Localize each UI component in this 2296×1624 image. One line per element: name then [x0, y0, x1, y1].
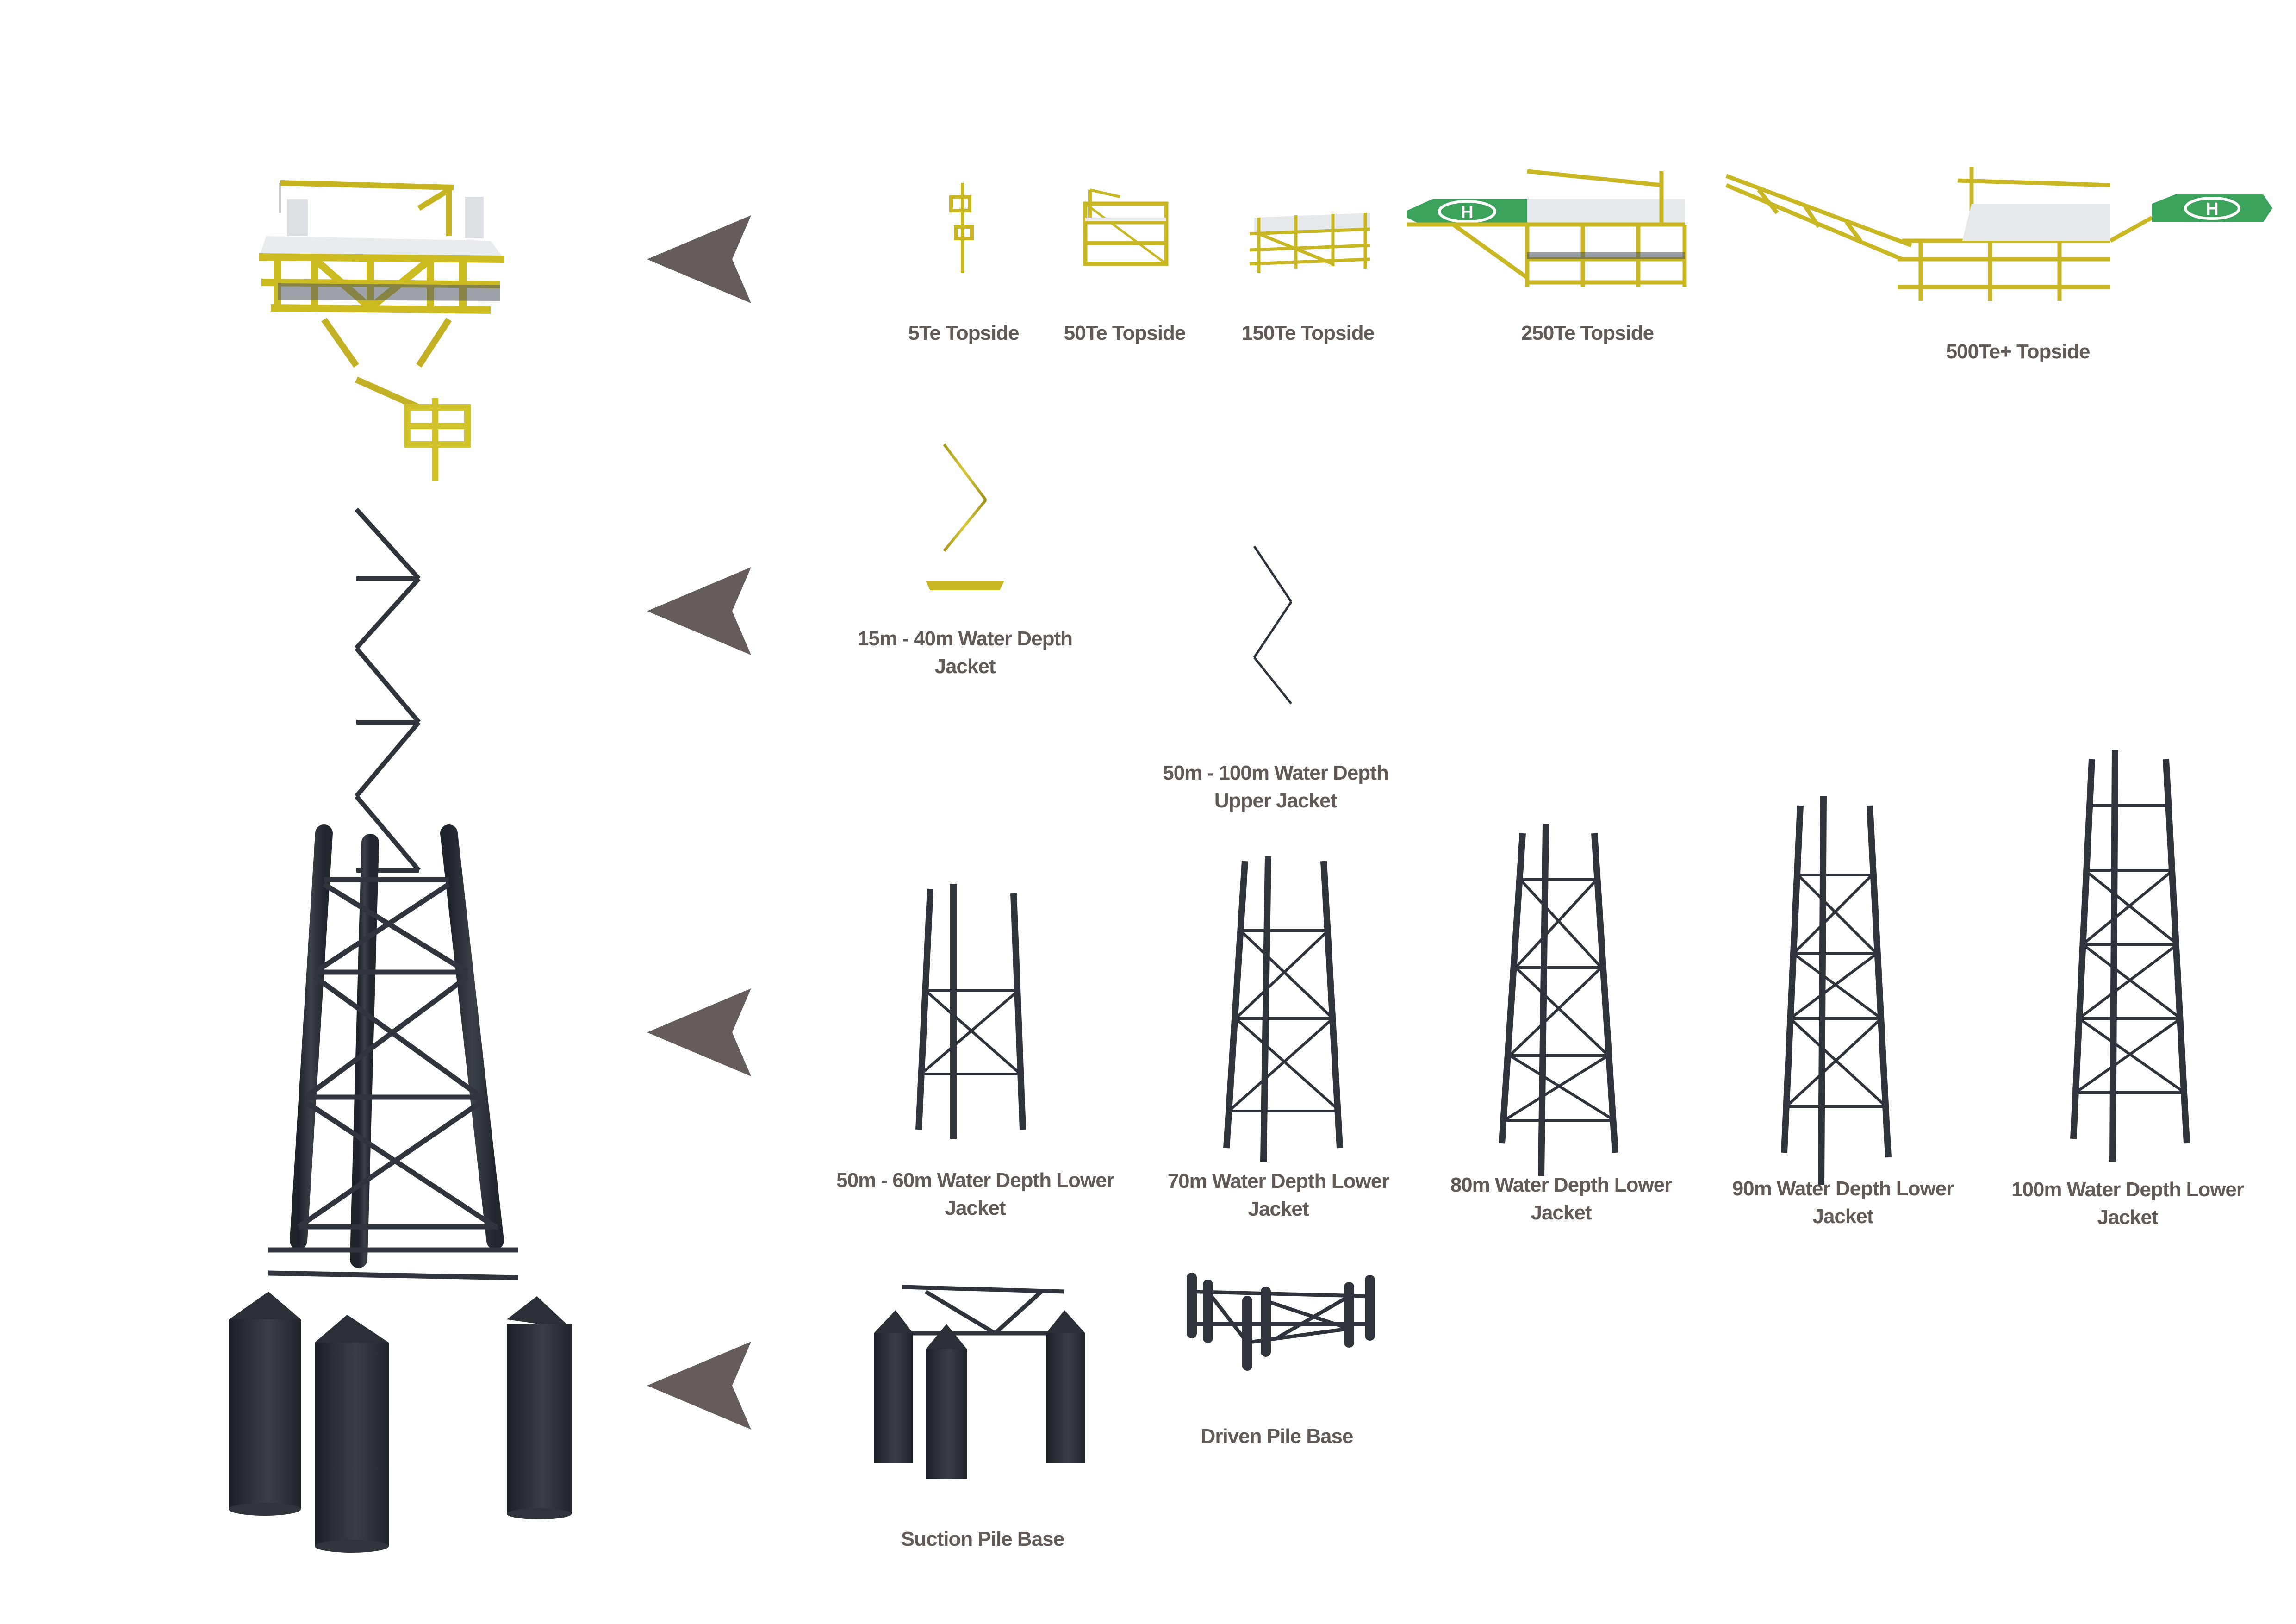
jacket-15-40m-illustration: [926, 412, 1004, 590]
label-line-1: 100m Water Depth Lower: [2011, 1178, 2244, 1201]
topside-250te-illustration: H: [1407, 169, 1687, 287]
lower-jacket-70m-illustration: [1223, 856, 1343, 1162]
lower-jacket-80m-illustration: [1499, 824, 1618, 1176]
arrow-left-icon: [647, 988, 751, 1076]
jacket-50-100m-upper-illustration: [1251, 412, 1294, 738]
topside-500te-plus-illustration: H: [1725, 167, 2272, 301]
arrow-left-icon: [647, 1342, 751, 1430]
topside-500te-plus-label: 500Te+ Topside: [1946, 340, 2091, 363]
lower-jacket-80m-label: 80m Water Depth Lower Jacket: [1450, 1171, 1673, 1227]
arrows: [647, 215, 751, 1430]
suction-pile-base-illustration: [874, 1285, 1085, 1479]
label-line-2: Jacket: [1531, 1201, 1592, 1224]
topside-5te-label: 5Te Topside: [908, 322, 1019, 344]
label-line-1: 50m - 60m Water Depth Lower: [836, 1169, 1114, 1192]
lower-jacket-50-60m-label: 50m - 60m Water Depth Lower Jacket: [836, 1167, 1114, 1222]
lower-jacket-90m-label: 90m Water Depth Lower Jacket: [1732, 1175, 1954, 1230]
main-platform-illustration: [229, 180, 572, 1553]
label-line-2: Upper Jacket: [1214, 789, 1337, 812]
driven-pile-base-illustration: [1187, 1273, 1375, 1371]
upper-jacket-illustrations: [926, 412, 1294, 738]
lower-jacket-70m-label: 70m Water Depth Lower Jacket: [1167, 1168, 1390, 1223]
base-illustrations: [874, 1273, 1375, 1479]
topside-5te-illustration: [949, 183, 974, 273]
helideck-h-icon: H: [1461, 203, 1473, 222]
label-line-1: 50m - 100m Water Depth: [1163, 762, 1388, 784]
helideck-h-icon: H: [2206, 200, 2218, 219]
topside-illustrations: H: [949, 167, 2272, 301]
label-line-2: Jacket: [1812, 1205, 1873, 1228]
label-line-1: 80m Water Depth Lower: [1450, 1174, 1673, 1196]
lower-jacket-100m-label: 100m Water Depth Lower Jacket: [2011, 1176, 2244, 1231]
driven-pile-base-label: Driven Pile Base: [1201, 1425, 1354, 1448]
label-line-2: Jacket: [2097, 1206, 2158, 1229]
lower-jacket-50-60m-illustration: [915, 884, 1026, 1139]
suction-pile-base-label: Suction Pile Base: [901, 1528, 1064, 1550]
label-line-2: Jacket: [1248, 1198, 1309, 1220]
topside-250te-label: 250Te Topside: [1521, 322, 1654, 344]
jacket-50-100m-upper-label: 50m - 100m Water Depth Upper Jacket: [1163, 759, 1388, 815]
label-line-1: 90m Water Depth Lower: [1732, 1177, 1954, 1200]
topside-50te-illustration: [1083, 188, 1169, 266]
lower-jacket-90m-illustration: [1781, 796, 1892, 1186]
topside-50te-label: 50Te Topside: [1064, 322, 1186, 344]
topside-150te-label: 150Te Topside: [1241, 322, 1375, 344]
suction-cans: [229, 1292, 572, 1553]
arrow-left-icon: [647, 215, 751, 303]
jacket-15-40m-label: 15m - 40m Water Depth Jacket: [858, 625, 1073, 681]
label-line-1: 70m Water Depth Lower: [1167, 1170, 1390, 1193]
lower-jacket-100m-illustration: [2070, 750, 2190, 1162]
lower-jacket-illustrations: [915, 750, 2190, 1186]
label-line-1: 15m - 40m Water Depth: [858, 627, 1073, 650]
topside-150te-illustration: [1249, 213, 1370, 273]
label-line-2: Jacket: [934, 655, 996, 678]
arrow-left-icon: [647, 567, 751, 655]
label-line-2: Jacket: [945, 1197, 1006, 1219]
